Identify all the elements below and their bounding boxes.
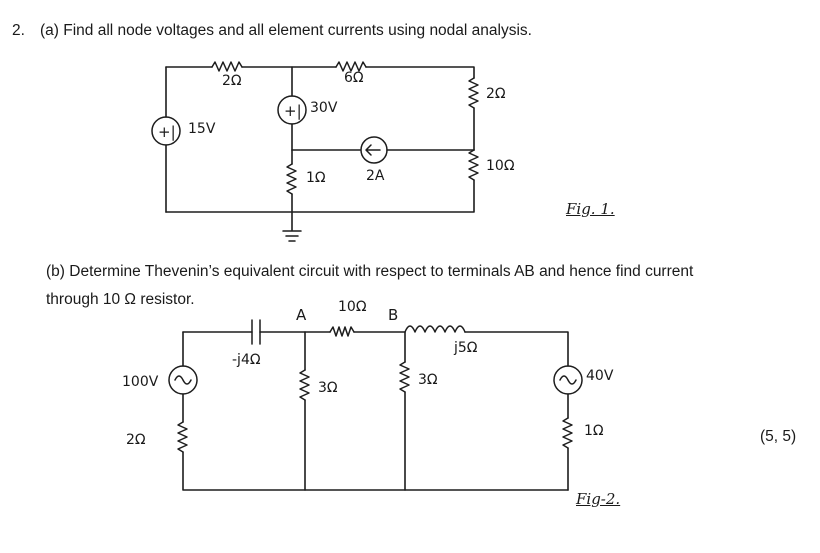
resistor-10ohm-right	[468, 149, 479, 181]
svg-text:+|: +|	[284, 102, 302, 120]
label-3ohm-b: 3Ω	[418, 372, 438, 388]
label-2ohm-right: 2Ω	[486, 86, 506, 102]
resistor-1ohm-right	[562, 417, 573, 449]
part-b-text-line2: through 10 Ω resistor.	[46, 291, 195, 308]
label-minus-j4ohm: -j4Ω	[232, 352, 261, 368]
label-j5ohm: j5Ω	[454, 340, 478, 356]
figure-2-caption: Fig-2.	[576, 490, 621, 508]
part-b-text-line1: (b) Determine Thevenin’s equivalent circ…	[46, 263, 694, 280]
resistor-2ohm-left	[177, 421, 188, 453]
resistor-6ohm-top	[335, 61, 367, 72]
question-number: 2.	[12, 22, 25, 39]
label-2ohm-top-left: 2Ω	[222, 73, 242, 89]
label-2a: 2A	[366, 168, 385, 184]
label-100v: 100V	[122, 374, 159, 390]
figure-1-caption: Fig. 1.	[566, 200, 615, 218]
label-10ohm: 10Ω	[486, 158, 515, 174]
label-30v: 30V	[310, 100, 338, 116]
label-2ohm-left: 2Ω	[126, 432, 146, 448]
label-3ohm-a: 3Ω	[318, 380, 338, 396]
resistor-2ohm-right	[468, 77, 479, 109]
label-1ohm: 1Ω	[306, 170, 326, 186]
resistor-3ohm-a	[299, 369, 310, 401]
resistor-1ohm	[286, 163, 297, 195]
label-1ohm-right: 1Ω	[584, 423, 604, 439]
resistor-3ohm-b	[399, 361, 410, 393]
label-6ohm: 6Ω	[344, 70, 364, 86]
svg-text:+|: +|	[158, 123, 176, 141]
part-a-text: (a) Find all node voltages and all eleme…	[40, 22, 532, 39]
inductor-j5	[404, 325, 466, 333]
resistor-2ohm-top-left	[211, 61, 243, 72]
label-10ohm-ab: 10Ω	[338, 299, 367, 315]
ground-symbol	[282, 230, 302, 242]
capacitor-minus-j4	[251, 319, 261, 345]
label-node-b: B	[388, 306, 399, 324]
marks-label: (5, 5)	[760, 428, 797, 445]
label-15v: 15V	[188, 121, 216, 137]
resistor-10ohm-ab	[329, 326, 355, 337]
label-40v: 40V	[586, 368, 614, 384]
label-node-a: A	[296, 306, 307, 324]
